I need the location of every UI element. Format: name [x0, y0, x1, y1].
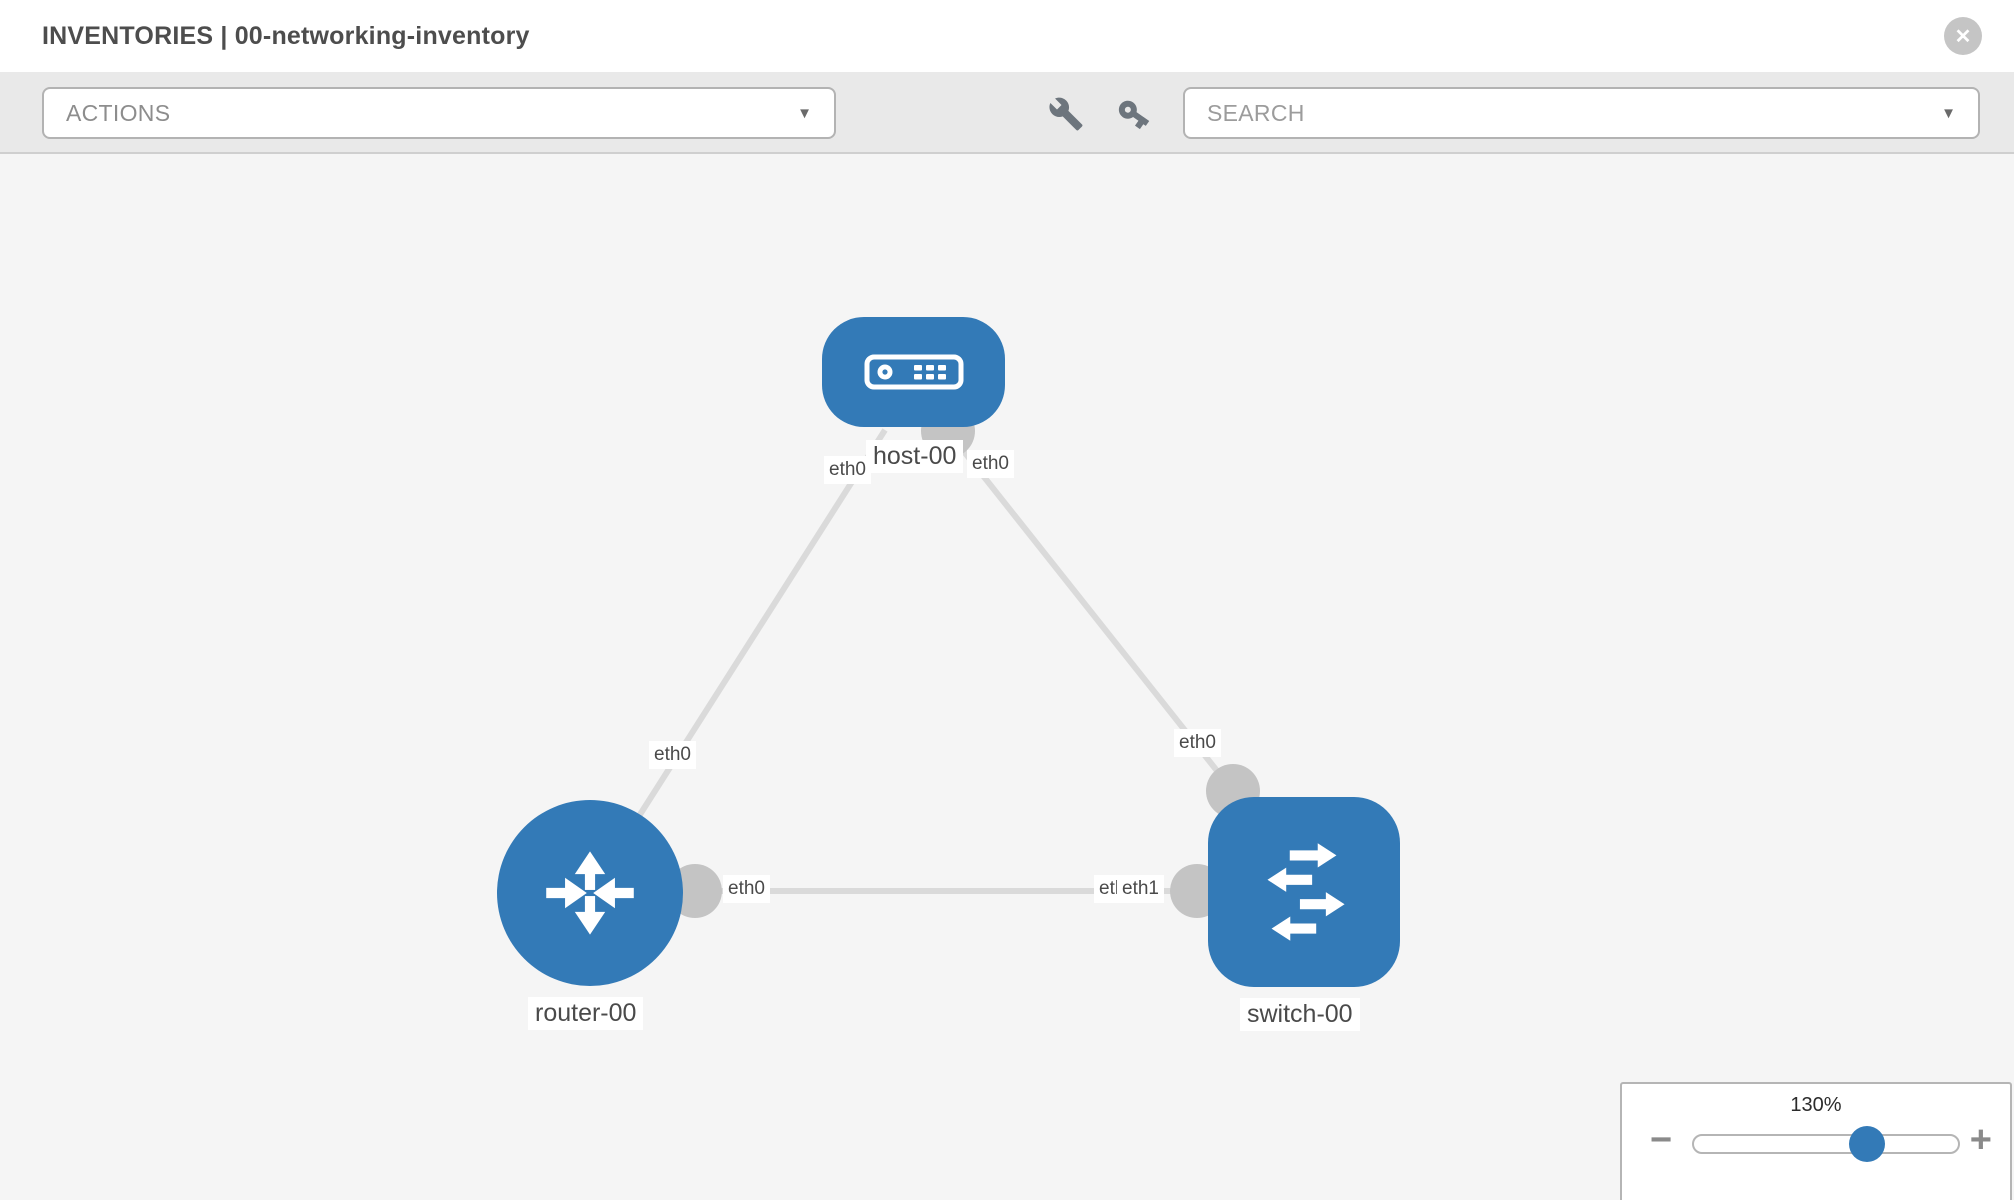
interface-label-switch-lan-front: eth1: [1117, 875, 1164, 903]
close-icon: ✕: [1954, 25, 1972, 48]
actions-dropdown[interactable]: ACTIONS ▼: [42, 87, 836, 139]
key-icon[interactable]: [1116, 96, 1152, 132]
topology-links-layer: [587, 404, 1260, 918]
host-server-icon: [864, 354, 963, 390]
zoom-slider-track[interactable]: [1692, 1126, 1960, 1162]
node-switch-00[interactable]: [1208, 797, 1400, 987]
search-placeholder: SEARCH: [1207, 99, 1305, 126]
router-icon: [546, 851, 634, 935]
wrench-icon[interactable]: [1048, 96, 1084, 132]
zoom-in-button[interactable]: +: [1969, 1119, 1992, 1161]
topology-canvas[interactable]: host-00 router-00 switch-00 eth0 eth0 et…: [0, 154, 2014, 1200]
toolbar: ACTIONS ▼ SEARCH ▼: [0, 72, 2014, 154]
actions-dropdown-label: ACTIONS: [66, 99, 171, 126]
node-router-00[interactable]: [497, 800, 683, 986]
interface-label-router-lan: eth0: [723, 875, 770, 903]
search-dropdown[interactable]: SEARCH ▼: [1183, 87, 1980, 139]
node-host-00[interactable]: [822, 317, 1005, 427]
interface-label-router-uplink: eth0: [649, 741, 696, 769]
switch-icon: [1267, 843, 1345, 941]
zoom-out-button[interactable]: −: [1650, 1119, 1673, 1161]
node-label-switch: switch-00: [1240, 998, 1360, 1031]
chevron-down-icon: ▼: [1941, 104, 1956, 122]
close-button[interactable]: ✕: [1944, 17, 1982, 55]
page-title: INVENTORIES | 00-networking-inventory: [42, 22, 530, 50]
interface-label-switch-uplink: eth0: [1174, 729, 1221, 757]
interface-label-host-right: eth0: [967, 450, 1014, 478]
zoom-slider-thumb[interactable]: [1849, 1126, 1885, 1162]
header: INVENTORIES | 00-networking-inventory ✕: [0, 0, 2014, 72]
node-label-host: host-00: [866, 440, 964, 473]
chevron-down-icon: ▼: [797, 104, 812, 122]
zoom-widget: 130% − +: [1620, 1082, 2012, 1200]
interface-label-host-left: eth0: [824, 456, 871, 484]
node-label-router: router-00: [528, 997, 644, 1030]
zoom-level-label: 130%: [1790, 1094, 1842, 1116]
